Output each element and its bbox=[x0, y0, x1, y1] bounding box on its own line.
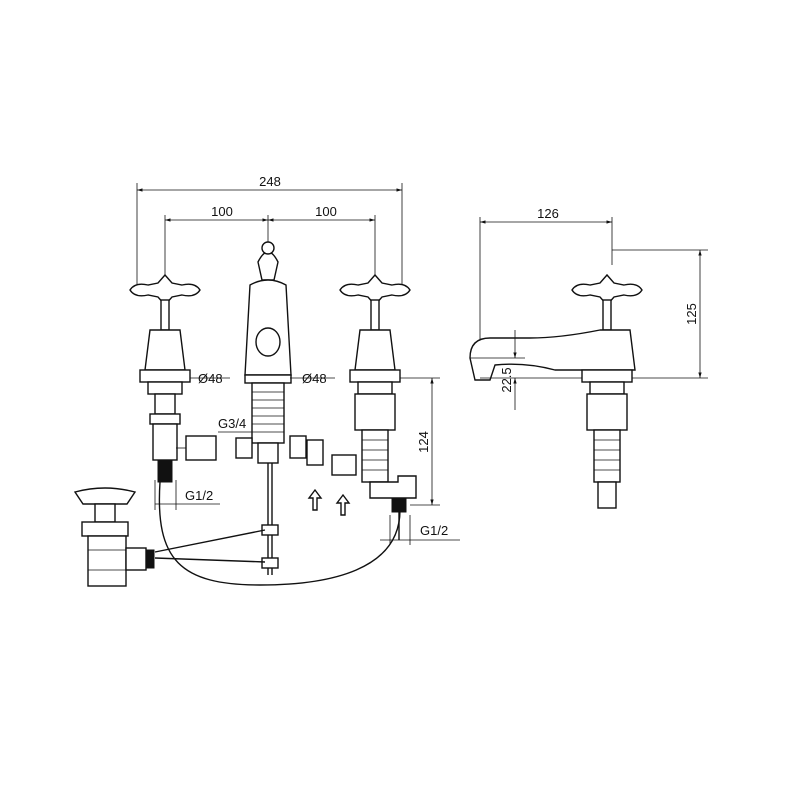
dim-126-label: 126 bbox=[537, 206, 559, 221]
pop-up-waste bbox=[73, 487, 155, 587]
dimension-spout-reach: 126 bbox=[479, 206, 613, 340]
dim-100-left-label: 100 bbox=[211, 204, 233, 219]
right-thread-dimension: G1/2 bbox=[380, 515, 460, 545]
dim-100-right-label: 100 bbox=[315, 204, 337, 219]
inlet-arrows bbox=[306, 439, 357, 516]
dim-124-label: 124 bbox=[416, 431, 431, 453]
dimension-spacing: 100 100 bbox=[164, 204, 376, 285]
center-thread-label: G3/4 bbox=[218, 416, 246, 431]
left-diameter-label: Ø48 bbox=[198, 371, 223, 386]
dimension-height: 125 bbox=[612, 249, 708, 379]
dimension-below-deck: 124 bbox=[400, 377, 440, 506]
right-diameter-label: Ø48 bbox=[302, 371, 327, 386]
left-valve bbox=[129, 273, 401, 586]
left-thread-dimension: G1/2 bbox=[154, 480, 220, 510]
right-valve bbox=[339, 273, 417, 540]
dimension-spout-height: 22.5 bbox=[470, 330, 582, 410]
side-view-tap bbox=[469, 273, 643, 509]
thread-block bbox=[251, 382, 285, 444]
dim-248-label: 248 bbox=[259, 174, 281, 189]
dimension-overall-width: 248 bbox=[136, 174, 403, 290]
dim-22-5-label: 22.5 bbox=[499, 367, 514, 392]
right-thread-label: G1/2 bbox=[420, 523, 448, 538]
left-thread-label: G1/2 bbox=[185, 488, 213, 503]
dim-125-label: 125 bbox=[684, 303, 699, 325]
center-lever bbox=[154, 241, 307, 575]
